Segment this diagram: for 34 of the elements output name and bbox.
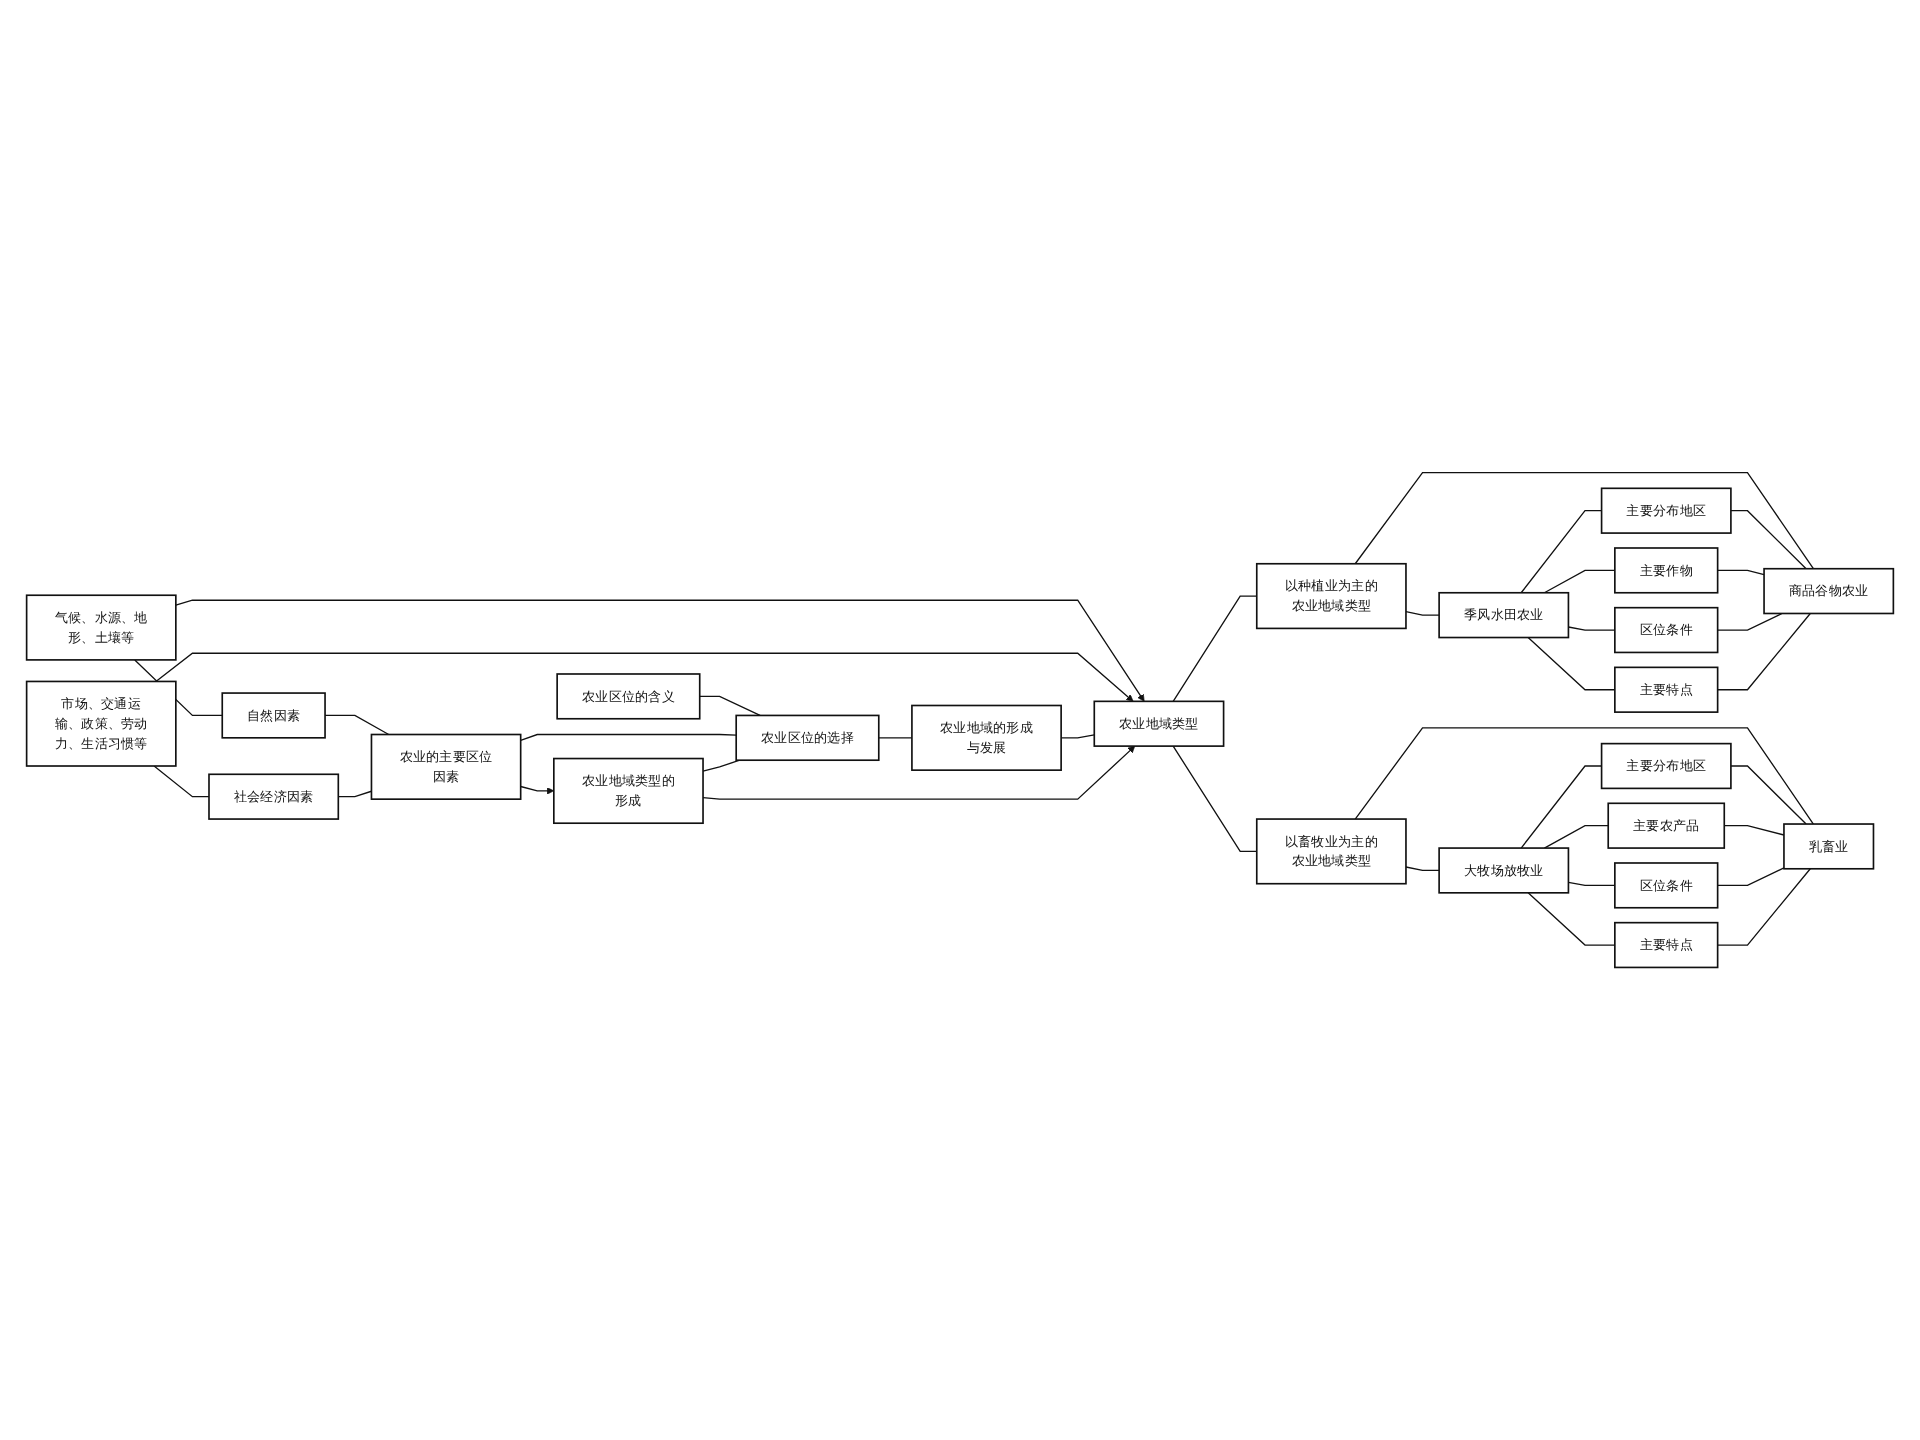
connector xyxy=(702,759,741,772)
connector xyxy=(1567,881,1616,887)
connector xyxy=(1716,867,1785,887)
connector xyxy=(1543,825,1609,849)
connector xyxy=(520,733,737,742)
connector xyxy=(1172,595,1258,702)
connector xyxy=(1716,868,1811,946)
connector xyxy=(1567,626,1616,631)
connector xyxy=(1527,892,1616,946)
connector xyxy=(337,790,373,798)
connector xyxy=(1405,866,1440,872)
connector xyxy=(1520,510,1603,594)
connector xyxy=(699,695,761,717)
connector xyxy=(1543,569,1616,594)
connector xyxy=(324,714,390,736)
arrow xyxy=(520,785,555,795)
connector xyxy=(153,765,210,798)
connector xyxy=(1520,765,1603,849)
connector xyxy=(1405,611,1440,616)
connector xyxy=(1354,471,1815,570)
connector xyxy=(878,737,913,739)
connector xyxy=(1527,636,1616,691)
arrow xyxy=(155,652,1134,702)
connector xyxy=(1716,612,1783,631)
connector xyxy=(1716,612,1811,691)
connector xyxy=(1730,765,1807,825)
connector xyxy=(1060,734,1095,739)
connector xyxy=(1716,569,1765,576)
connector xyxy=(1723,825,1785,836)
connector xyxy=(1172,745,1258,853)
connector xyxy=(1730,510,1807,570)
connector xyxy=(1354,727,1815,825)
arrow xyxy=(175,599,1145,702)
arrow xyxy=(702,745,1136,800)
